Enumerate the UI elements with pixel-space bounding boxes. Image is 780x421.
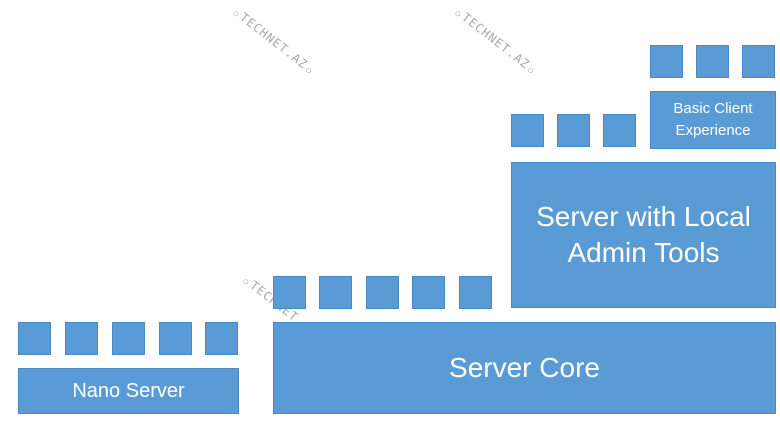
basic-client-label-line1: Basic Client	[673, 100, 753, 117]
watermark-1: TECHNET.AZ	[229, 4, 318, 78]
admin-unit-3	[603, 114, 636, 147]
client-unit-1	[650, 45, 683, 78]
admin-unit-2	[557, 114, 590, 147]
nano-unit-5	[205, 322, 238, 355]
core-unit-3	[366, 276, 399, 309]
nano-unit-1	[18, 322, 51, 355]
admin-unit-1	[511, 114, 544, 147]
core-unit-1	[273, 276, 306, 309]
basic-client-block: Basic Client Experience	[650, 91, 776, 149]
server-local-admin-label-line1: Server with Local	[536, 201, 751, 232]
nano-server-label: Nano Server	[72, 379, 185, 402]
server-core-block: Server Core	[273, 322, 776, 414]
nano-unit-3	[112, 322, 145, 355]
core-unit-5	[459, 276, 492, 309]
server-local-admin-label-line2: Admin Tools	[567, 237, 720, 268]
core-unit-2	[319, 276, 352, 309]
nano-server-block: Nano Server	[18, 368, 239, 414]
nano-unit-4	[159, 322, 192, 355]
server-local-admin-block: Server with Local Admin Tools	[511, 162, 776, 308]
client-unit-2	[696, 45, 729, 78]
core-unit-4	[412, 276, 445, 309]
client-unit-3	[742, 45, 775, 78]
watermark-2: TECHNET.AZ	[451, 4, 540, 78]
basic-client-label-line2: Experience	[675, 122, 751, 139]
nano-unit-2	[65, 322, 98, 355]
server-core-label: Server Core	[449, 352, 600, 383]
